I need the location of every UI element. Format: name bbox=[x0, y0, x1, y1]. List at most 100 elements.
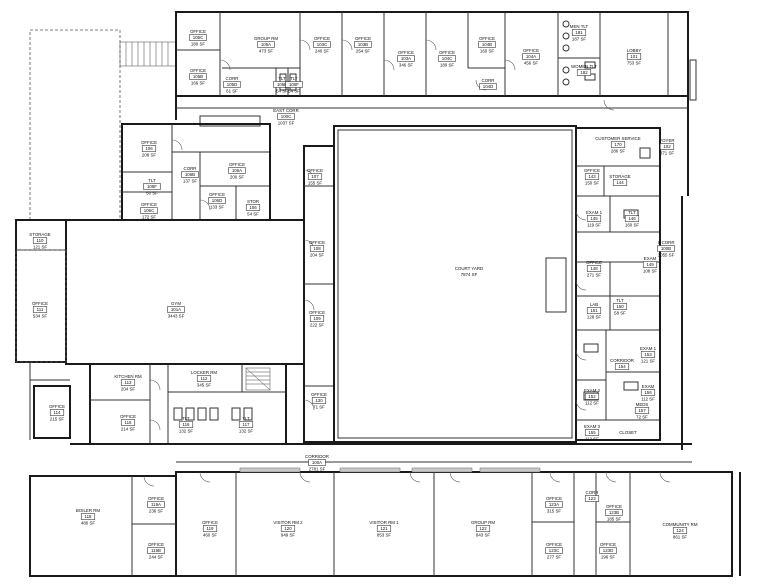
room-number-tag bbox=[612, 303, 628, 310]
room-number: 115 bbox=[125, 420, 133, 425]
room-number-tag bbox=[475, 525, 491, 532]
room-name: GROUP RM bbox=[471, 520, 495, 525]
room-area: 240 SF bbox=[315, 49, 329, 54]
room-number: 109 bbox=[313, 316, 321, 321]
room-area: 133 SF bbox=[210, 205, 224, 210]
room-number: 107 bbox=[311, 174, 319, 179]
room-number-tag bbox=[208, 197, 226, 204]
room-number: 117 bbox=[243, 422, 251, 427]
room-name: OFFICE bbox=[600, 542, 616, 547]
room-name: KITCHEN RM bbox=[114, 374, 142, 379]
room-number-tag bbox=[196, 375, 212, 382]
room-name: TLT bbox=[616, 298, 624, 303]
room-number-tag bbox=[545, 501, 563, 508]
room-area: 204 SF bbox=[310, 253, 324, 258]
room-area: 50 SF bbox=[146, 191, 158, 196]
room-number: 119B bbox=[151, 548, 161, 553]
room-number: 151 bbox=[590, 308, 598, 313]
room-area: 121 SF bbox=[641, 359, 655, 364]
room-number-tag bbox=[634, 407, 650, 414]
room-area: 271 SF bbox=[587, 273, 601, 278]
room-area: 236 SF bbox=[149, 509, 163, 514]
room-number: 122 bbox=[479, 526, 487, 531]
room-name: EXAM 1 bbox=[586, 210, 603, 215]
room-number-tag bbox=[141, 145, 157, 152]
room-area: 480 SF bbox=[81, 521, 95, 526]
room-name: COURT YARD bbox=[455, 266, 483, 271]
room-number-tag bbox=[167, 306, 185, 313]
room-name: OFFICE bbox=[479, 36, 495, 41]
room-number-tag bbox=[120, 419, 136, 426]
room-number: 123B bbox=[609, 510, 619, 515]
room-name: TLT bbox=[148, 178, 156, 183]
room-number: 119A bbox=[151, 502, 161, 507]
room-number: 106A bbox=[232, 168, 242, 173]
room-number-tag bbox=[309, 315, 325, 322]
corridor-wall-hatching bbox=[239, 467, 541, 473]
room-area: 853 SF bbox=[377, 533, 391, 538]
room-number-tag bbox=[189, 73, 207, 80]
room-name: CORR bbox=[226, 76, 239, 81]
room-name: OFFICE bbox=[309, 240, 325, 245]
room-area: 112 SF bbox=[585, 401, 599, 406]
room-name: OFFICE bbox=[309, 310, 325, 315]
room-area: 58 SF bbox=[614, 311, 626, 316]
room-area: 54 SF bbox=[276, 89, 288, 94]
room-number: 101A bbox=[171, 307, 181, 312]
room-number-tag bbox=[576, 69, 592, 76]
west-hatched-walls bbox=[15, 249, 67, 363]
room-number-tag bbox=[147, 547, 165, 554]
room-name: OFFICE bbox=[307, 168, 323, 173]
room-name: EXAM 2 bbox=[584, 388, 601, 393]
room-number: 112 bbox=[201, 376, 209, 381]
room-name: VISITOR RM 1 bbox=[369, 520, 399, 525]
room-area: 208 SF bbox=[142, 153, 156, 158]
room-number: 113 bbox=[125, 380, 133, 385]
room-name: OFFICE bbox=[202, 520, 218, 525]
room-number: 148 bbox=[590, 266, 598, 271]
room-number: 103C bbox=[317, 42, 328, 47]
room-number: 105A bbox=[261, 42, 271, 47]
room-name: TLT bbox=[242, 416, 250, 421]
room-number-tag bbox=[189, 34, 207, 41]
canopy-outline bbox=[29, 29, 121, 221]
room-number: 104A bbox=[526, 54, 536, 59]
room-name: TLT bbox=[278, 76, 286, 81]
room-number: 123C bbox=[549, 548, 560, 553]
room-area: 54 SF bbox=[288, 89, 300, 94]
room-name: OFFICE bbox=[523, 48, 539, 53]
room-number: 119 bbox=[207, 526, 215, 531]
room-number: 153 bbox=[644, 352, 652, 357]
room-number: 156 bbox=[644, 390, 652, 395]
room-area: 277 SF bbox=[547, 555, 561, 560]
room-number: 150 bbox=[616, 304, 624, 309]
room-number: 143 bbox=[588, 174, 596, 179]
room-name: OFFICE bbox=[355, 36, 371, 41]
room-number: 100A bbox=[312, 460, 322, 465]
room-area: 180 SF bbox=[440, 63, 454, 68]
room-name: COMMUNITY RM bbox=[662, 522, 697, 527]
room-number-tag bbox=[642, 261, 658, 268]
room-area: 753 SF bbox=[627, 61, 641, 66]
entry-stair-nw bbox=[119, 41, 177, 67]
room-name: OFFICE bbox=[314, 36, 330, 41]
room-number-tag bbox=[438, 55, 456, 62]
room-number-tag bbox=[143, 183, 161, 190]
